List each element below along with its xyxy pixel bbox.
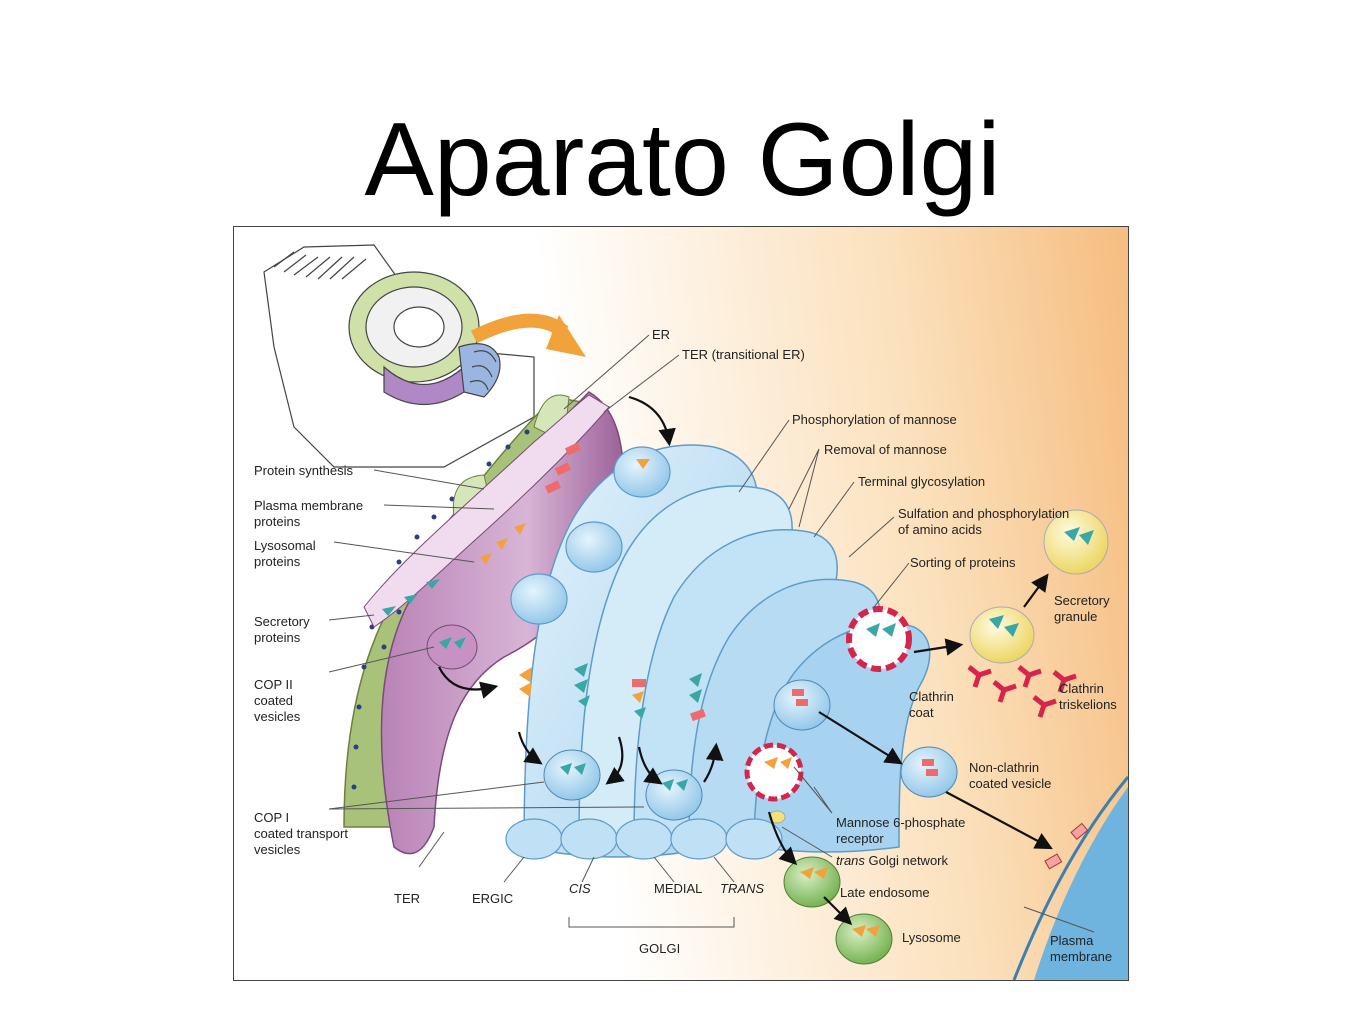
label-cop1-2: coated transport	[254, 826, 348, 841]
label-secretory-granule-1: Secretory	[1054, 593, 1110, 608]
label-protein-synthesis: Protein synthesis	[254, 463, 353, 478]
label-ergic: ERGIC	[472, 891, 513, 906]
label-cop1-1: COP I	[254, 810, 289, 825]
golgi-diagram: ER TER (transitional ER) Phosphorylation…	[233, 226, 1129, 981]
label-cop2-2: coated	[254, 693, 293, 708]
label-cop1-3: vesicles	[254, 842, 301, 857]
clathrin-coated-vesicle	[846, 606, 912, 672]
label-sorting: Sorting of proteins	[910, 555, 1016, 570]
leader-lines	[328, 334, 1095, 933]
label-sulfation-1: Sulfation and phosphorylation	[898, 506, 1069, 521]
golgi-lobes	[505, 818, 783, 860]
label-medial: MEDIAL	[654, 881, 702, 896]
cop1-vesicle-1	[543, 749, 601, 801]
label-plasma-membrane-1: Plasma	[1050, 933, 1094, 948]
golgi-cups	[510, 446, 671, 625]
golgi-diagram-canvas: ER TER (transitional ER) Phosphorylation…	[234, 227, 1128, 980]
membrane-receptor-2	[1070, 822, 1089, 841]
zoom-arrow-head	[546, 315, 586, 357]
flow-arrows	[438, 395, 1053, 926]
label-clathrin-coat-2: coat	[909, 705, 934, 720]
label-ter: TER	[394, 891, 420, 906]
slide-title: Aparato Golgi	[364, 102, 1001, 218]
cell-inset	[263, 244, 535, 468]
er-proteins	[382, 442, 582, 616]
label-clathrin-trisk-1: Clathrin	[1059, 681, 1104, 696]
label-er: ER	[652, 327, 670, 342]
secretory-granule	[1043, 509, 1109, 575]
er-lumen	[363, 394, 610, 628]
label-nonclathrin-1: Non-clathrin	[969, 760, 1039, 775]
cisterna-proteins	[519, 663, 706, 722]
label-nonclathrin-2: coated vesicle	[969, 776, 1051, 791]
golgi-stack	[523, 444, 931, 858]
label-late-endosome: Late endosome	[840, 885, 930, 900]
label-trans: TRANS	[720, 881, 764, 896]
lysosome-shape	[835, 913, 893, 965]
label-lysosomal-2: proteins	[254, 554, 301, 569]
label-lysosomal-1: Lysosomal	[254, 538, 316, 553]
label-lysosome: Lysosome	[902, 930, 961, 945]
label-secretory-1: Secretory	[254, 614, 310, 629]
label-secretory-2: proteins	[254, 630, 301, 645]
label-clathrin-trisk-2: triskelions	[1059, 697, 1117, 712]
label-terminal-glyco: Terminal glycosylation	[858, 474, 985, 489]
clathrin-vesicle-mannose	[744, 742, 804, 802]
cop2-vesicle	[426, 624, 478, 670]
label-clathrin-coat-1: Clathrin	[909, 689, 954, 704]
label-golgi: GOLGI	[639, 941, 680, 956]
label-ter-transitional: TER (transitional ER)	[682, 347, 805, 362]
label-secretory-granule-2: granule	[1054, 609, 1097, 624]
membrane-receptor-1	[1044, 853, 1063, 870]
label-phosphorylation: Phosphorylation of mannose	[792, 412, 957, 427]
maturing-granule	[969, 606, 1035, 664]
label-cis: CIS	[569, 881, 591, 896]
label-mannose6p-2: receptor	[836, 831, 884, 846]
label-plasma-membrane-2: membrane	[1050, 949, 1112, 964]
label-plasma-membrane-proteins-1: Plasma membrane	[254, 498, 363, 513]
label-sulfation-2: of amino acids	[898, 522, 982, 537]
clathrin-triskelions	[967, 665, 1077, 718]
plasma-membrane-line	[1012, 776, 1128, 980]
label-plasma-membrane-proteins-2: proteins	[254, 514, 301, 529]
label-mannose6p-1: Mannose 6-phosphate	[836, 815, 965, 830]
label-cop2-1: COP II	[254, 677, 293, 692]
label-cop2-3: vesicles	[254, 709, 301, 724]
late-endosome-shape	[783, 856, 841, 908]
label-trans-golgi-network: trans Golgi network	[836, 853, 948, 868]
label-removal: Removal of mannose	[824, 442, 947, 457]
plasma-membrane-shape	[1034, 787, 1128, 980]
